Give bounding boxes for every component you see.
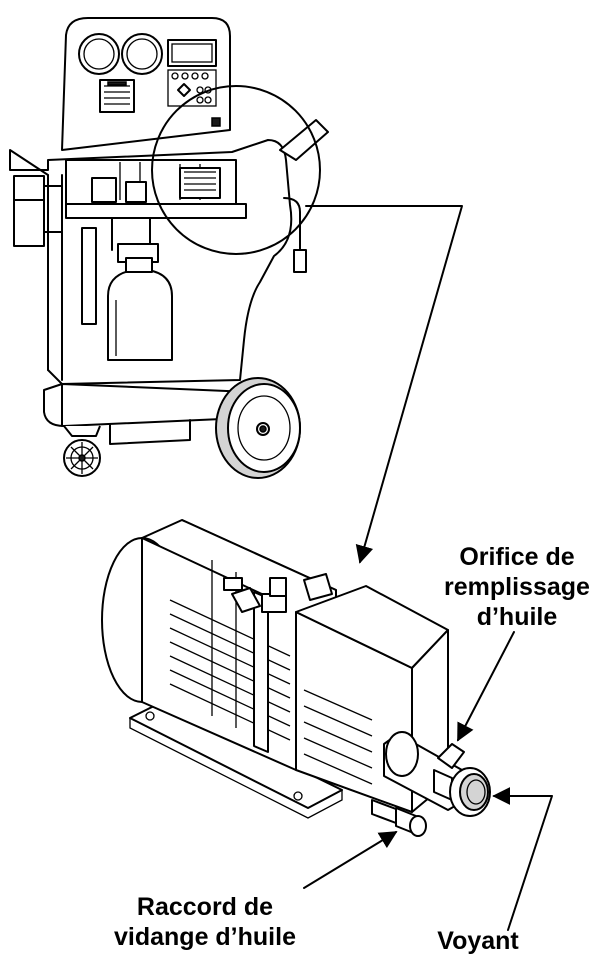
hose-coupler	[293, 249, 307, 273]
service-cart	[9, 17, 329, 479]
oil-fill-port-label: Orifice de remplissage d’huile	[432, 542, 602, 632]
oil-reservoir	[383, 731, 491, 817]
keypad	[167, 69, 217, 107]
cart-internals	[65, 159, 247, 325]
detail-circle	[151, 85, 321, 255]
refrigerant-tank	[107, 257, 173, 361]
oil-fill-port-label-line: Orifice de	[459, 543, 575, 571]
oil-drain-fitting-label: Raccord de vidange d’huile	[100, 892, 310, 952]
vacuum-pump	[101, 519, 491, 837]
oil-fill-leader	[457, 631, 515, 742]
front-caster	[63, 425, 101, 477]
detail-leader-arrow	[305, 205, 463, 564]
sight-glass-icon	[459, 773, 489, 811]
sight-glass-leader	[492, 787, 553, 931]
motor-fins	[169, 560, 291, 741]
oil-fill-port	[437, 743, 465, 769]
top-fittings	[223, 573, 333, 613]
oil-drain-fitting	[371, 799, 427, 837]
oil-drain-fitting-label-line: vidange d’huile	[114, 923, 296, 951]
oil-fill-port-label-line: remplissage	[444, 573, 590, 601]
gauge-left-icon	[78, 33, 120, 75]
rear-wheel	[215, 377, 301, 479]
gauge-right-icon	[121, 33, 163, 75]
oil-drain-leader	[303, 831, 398, 889]
oil-fill-port-label-line: d’huile	[476, 603, 558, 631]
sight-glass-label: Voyant	[418, 926, 538, 956]
sight-glass-label-line: Voyant	[437, 927, 519, 955]
oil-drain-fitting-label-line: Raccord de	[136, 893, 274, 921]
